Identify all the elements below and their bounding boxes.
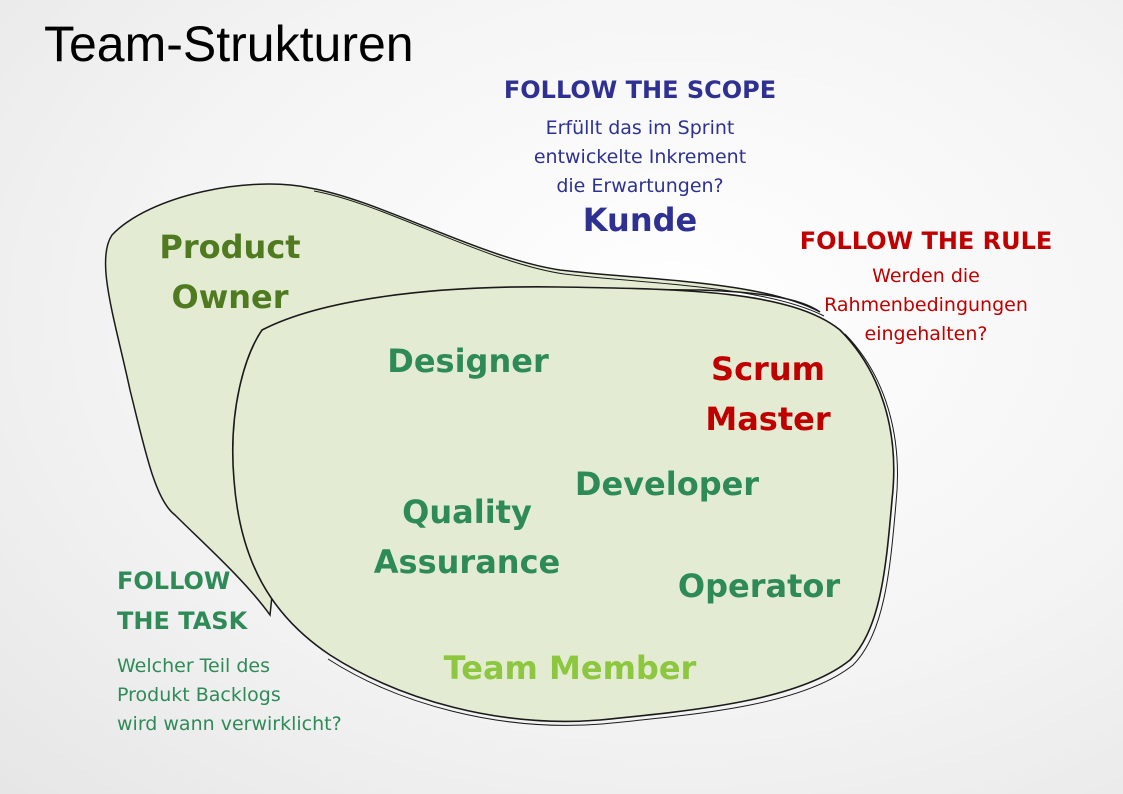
team-area-shadow-edge (327, 333, 898, 726)
role-team-member: Team Member (443, 649, 697, 687)
role-kunde: Kunde (582, 201, 698, 239)
follow-the-scope-description: Erfüllt das im Sprint entwickelte Inkrem… (533, 117, 747, 197)
product-owner-shadow-edge (313, 190, 825, 317)
follow-the-scope-heading: FOLLOW THE SCOPE (503, 76, 777, 104)
team-area (231, 286, 895, 723)
follow-the-task-description: Welcher Teil des Produkt Backlogs wird w… (117, 655, 342, 735)
role-operator: Operator (677, 567, 841, 605)
page-title: Team-Strukturen (44, 16, 414, 72)
follow-the-task-heading: FOLLOW THE TASK (117, 567, 248, 635)
role-quality-assurance: Quality Assurance (373, 493, 561, 581)
follow-the-rule-description: Werden die Rahmenbedingungen eingehalten… (824, 265, 1028, 345)
role-product-owner: Product Owner (159, 228, 301, 316)
follow-the-rule-heading: FOLLOW THE RULE (799, 227, 1053, 255)
role-designer: Designer (387, 342, 549, 380)
role-developer: Developer (574, 465, 760, 503)
role-scrum-master: Scrum Master (705, 350, 831, 438)
